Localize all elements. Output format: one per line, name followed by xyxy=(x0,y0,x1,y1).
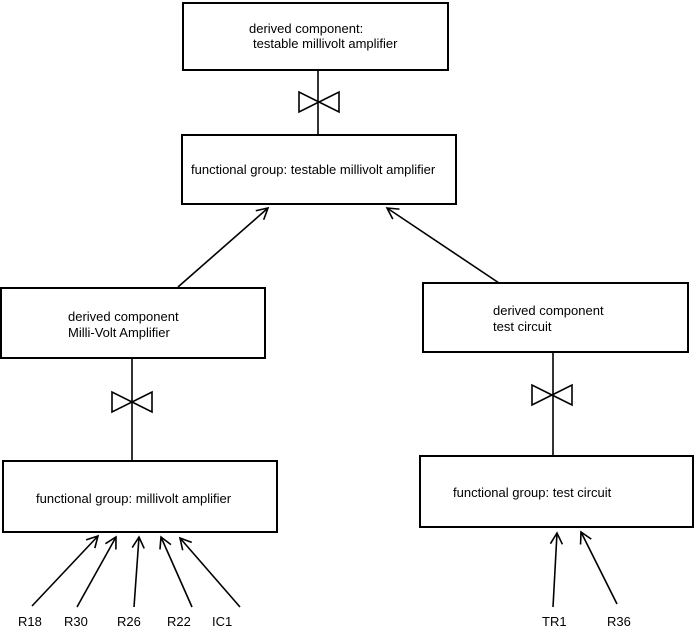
arrow-ic1 xyxy=(178,536,241,608)
derived-millivolt-amplifier-box xyxy=(0,287,266,359)
arrow-r26 xyxy=(131,535,145,608)
functional-test-circuit-box xyxy=(419,455,694,528)
derived-testable-amplifier-box xyxy=(182,2,449,71)
functional-testable-amplifier-box xyxy=(181,134,457,205)
functional-millivolt-amplifier-label: functional group: millivolt amplifier xyxy=(36,491,232,506)
arrow-r22 xyxy=(159,535,193,608)
derived-testable-amplifier-label-line2: testable millivolt amplifier xyxy=(253,36,398,51)
leaf-label-r36: R36 xyxy=(607,614,631,629)
arrow-derived-test-circuit-to-functional-testable xyxy=(385,207,500,284)
derived-millivolt-amplifier-label-line2: Milli-Volt Amplifier xyxy=(68,325,171,340)
node-derived-testable-millivolt-amplifier: derived component: testable millivolt am… xyxy=(182,2,449,71)
node-functional-test-circuit: functional group: test circuit xyxy=(419,455,694,528)
leaf-label-r22: R22 xyxy=(167,614,191,629)
bowtie-icon-left xyxy=(111,390,153,414)
arrow-tr1 xyxy=(549,531,564,608)
leaf-label-ic1: IC1 xyxy=(212,614,232,629)
arrow-r30 xyxy=(76,535,117,608)
leaf-label-tr1: TR1 xyxy=(542,614,567,629)
derived-test-circuit-label-line1: derived component xyxy=(493,303,604,318)
functional-test-circuit-label: functional group: test circuit xyxy=(453,485,612,500)
functional-millivolt-amplifier-box xyxy=(2,460,278,533)
leaf-label-r18: R18 xyxy=(18,614,42,629)
leaf-label-r26: R26 xyxy=(117,614,141,629)
leaf-label-r30: R30 xyxy=(64,614,88,629)
arrow-r36 xyxy=(579,530,618,605)
derived-test-circuit-box xyxy=(422,282,689,353)
node-functional-millivolt-amplifier: functional group: millivolt amplifier xyxy=(2,460,278,533)
arrow-r18 xyxy=(31,534,100,607)
node-derived-test-circuit: derived component test circuit xyxy=(422,282,689,353)
bowtie-icon-top xyxy=(298,90,340,114)
derived-millivolt-amplifier-label-line1: derived component xyxy=(68,309,179,324)
bowtie-icon-right xyxy=(531,383,573,407)
node-derived-millivolt-amplifier: derived component Milli-Volt Amplifier xyxy=(0,287,266,359)
derived-testable-amplifier-label-line1: derived component: xyxy=(249,21,363,36)
node-functional-testable-millivolt-amplifier: functional group: testable millivolt amp… xyxy=(181,134,457,205)
arrow-derived-millivolt-to-functional-testable xyxy=(177,206,270,288)
functional-testable-amplifier-label: functional group: testable millivolt amp… xyxy=(191,162,436,177)
derived-test-circuit-label-line2: test circuit xyxy=(493,319,552,334)
